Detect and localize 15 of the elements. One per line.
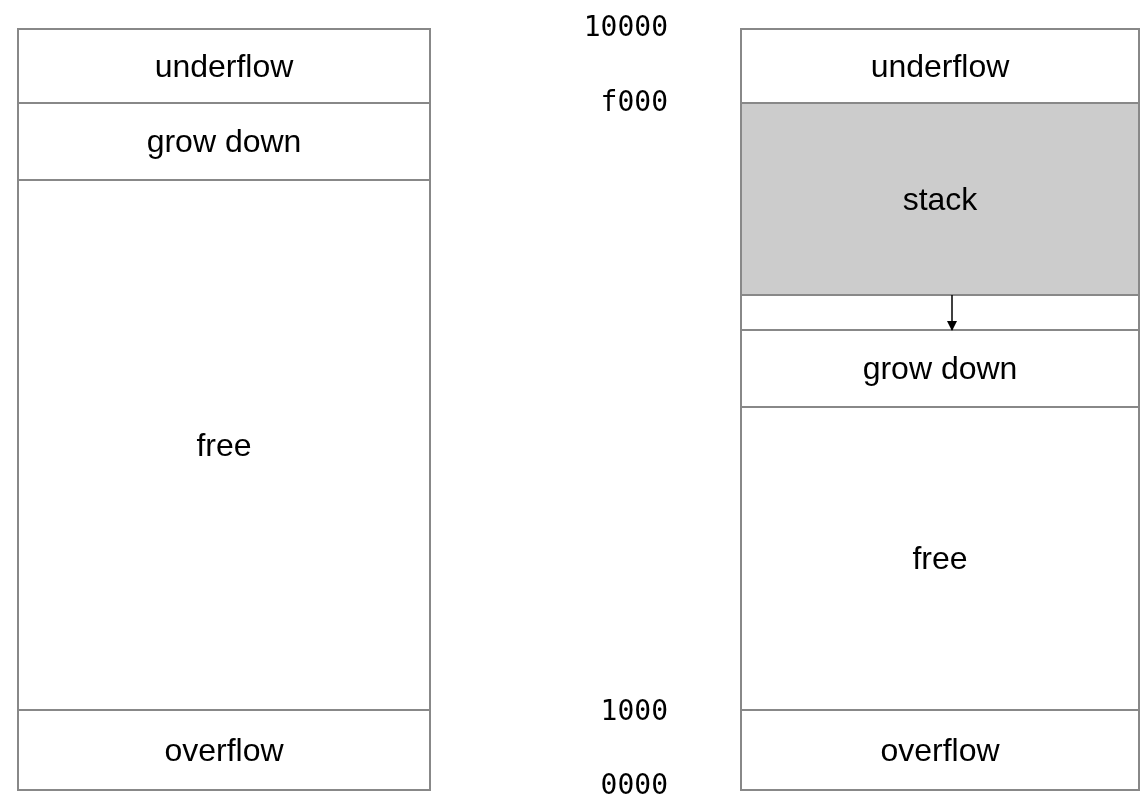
address-label: 1000 [599, 694, 668, 727]
address-label: 10000 [582, 10, 668, 43]
address-label: f000 [599, 85, 668, 118]
empty-band [740, 294, 1140, 331]
memory-region: free [17, 179, 431, 711]
memory-region: free [740, 406, 1140, 711]
address-label: 0000 [599, 768, 668, 801]
memory-region: overflow [17, 709, 431, 791]
memory-region: stack [740, 102, 1140, 296]
memory-region: underflow [740, 28, 1140, 104]
arrow [947, 294, 957, 331]
memory-region: underflow [17, 28, 431, 104]
memory-region: grow down [17, 102, 431, 181]
memory-region: overflow [740, 709, 1140, 791]
memory-region: grow down [740, 329, 1140, 408]
